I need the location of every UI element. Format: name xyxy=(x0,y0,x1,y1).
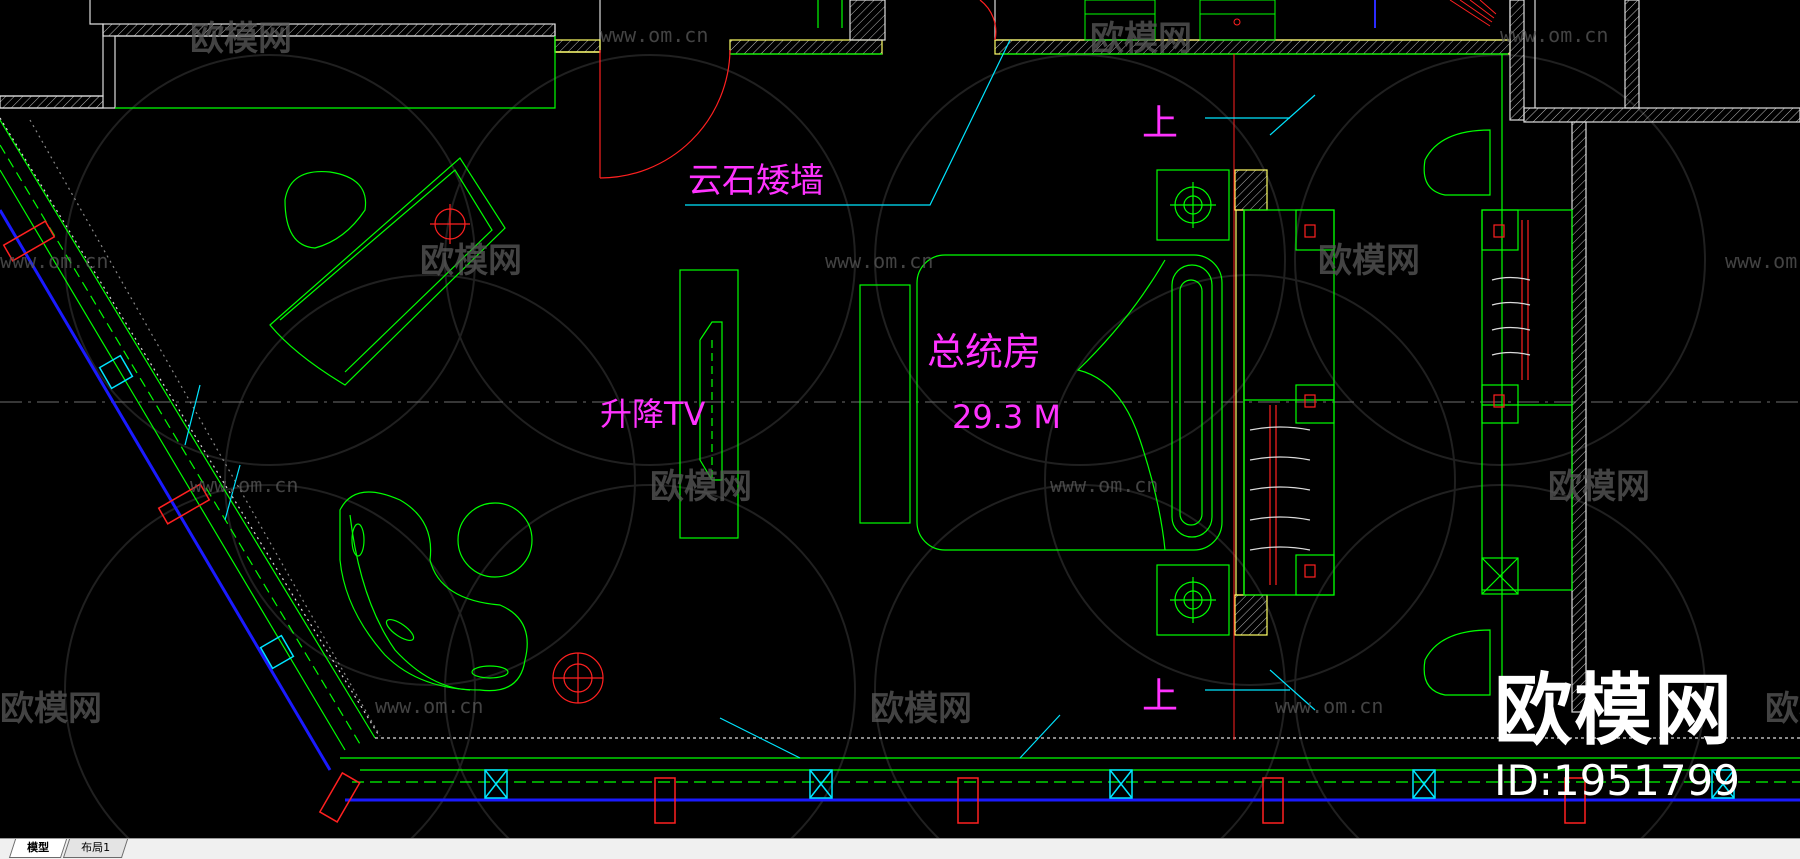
bottom-wall xyxy=(340,737,1800,802)
leader-lines xyxy=(184,39,1061,759)
watermark-logos: 欧模网 欧模网 欧模网 欧模网 欧模网 欧模网 欧模网 欧模网 欧模网 www.… xyxy=(0,19,1800,729)
cad-model-space[interactable]: 云石矮墙 总统房 29.3 M 升降TV 上 上 欧模网 欧模网 欧模网 欧模网… xyxy=(0,0,1800,838)
room-area-label: 29.3 M xyxy=(952,398,1061,436)
desk-group xyxy=(269,157,506,386)
svg-text:www.om.cn: www.om.cn xyxy=(190,473,298,497)
tab-model[interactable]: 模型 xyxy=(8,839,68,858)
tab-layout1[interactable]: 布局1 xyxy=(62,839,129,858)
brand-id: ID:1951799 xyxy=(1494,756,1740,805)
svg-text:www.om.cn: www.om.cn xyxy=(375,694,483,718)
svg-text:欧模网: 欧模网 xyxy=(1548,467,1650,507)
stair-arrows xyxy=(1205,94,1316,711)
svg-text:www.om.cn: www.om.cn xyxy=(600,23,708,47)
brand-name: 欧模网 xyxy=(1494,666,1735,756)
watermark-circles xyxy=(64,54,1706,838)
stair-up-label-bottom: 上 xyxy=(1142,676,1178,717)
svg-text:www.om.cn: www.om.cn xyxy=(1050,473,1158,497)
door-swings xyxy=(599,0,997,179)
wardrobe xyxy=(1243,209,1335,596)
top-fixtures xyxy=(1084,0,1497,41)
bath-fixtures xyxy=(1423,129,1573,696)
svg-text:www.om.cn: www.om.cn xyxy=(825,249,933,273)
svg-text:欧模网: 欧模网 xyxy=(1318,241,1420,281)
svg-text:www.om.cn: www.om.cn xyxy=(1725,249,1800,273)
svg-text:欧模网: 欧模网 xyxy=(1090,19,1192,59)
tv-unit xyxy=(679,269,911,539)
svg-text:www.om.cn: www.om.cn xyxy=(1275,694,1383,718)
bed-wall xyxy=(1233,54,1268,740)
window-markers xyxy=(98,354,1735,799)
wall-columns xyxy=(2,220,1586,824)
svg-text:欧模网: 欧模网 xyxy=(420,241,522,281)
diagonal-wall xyxy=(0,117,381,771)
svg-text:www.om.cn: www.om.cn xyxy=(0,249,108,273)
bed xyxy=(916,169,1230,636)
cad-labels: 云石矮墙 总统房 29.3 M 升降TV 上 上 xyxy=(600,103,1178,717)
lounge-group xyxy=(339,491,604,704)
tv-label: 升降TV xyxy=(600,395,706,433)
layout-tab-bar: 模型 布局1 xyxy=(0,838,1800,859)
svg-text:欧模网: 欧模网 xyxy=(1765,689,1800,729)
svg-text:欧模网: 欧模网 xyxy=(870,689,972,729)
room-name-label: 总统房 xyxy=(927,330,1041,374)
svg-text:www.om.cn: www.om.cn xyxy=(1500,23,1608,47)
svg-text:欧模网: 欧模网 xyxy=(650,467,752,507)
wall-label: 云石矮墙 xyxy=(688,161,824,201)
brand-overlay: 欧模网 ID:1951799 xyxy=(1494,672,1740,802)
upper-walls xyxy=(0,0,1800,740)
svg-text:欧模网: 欧模网 xyxy=(0,689,102,729)
svg-text:欧模网: 欧模网 xyxy=(190,19,292,59)
stair-up-label-top: 上 xyxy=(1142,103,1178,144)
